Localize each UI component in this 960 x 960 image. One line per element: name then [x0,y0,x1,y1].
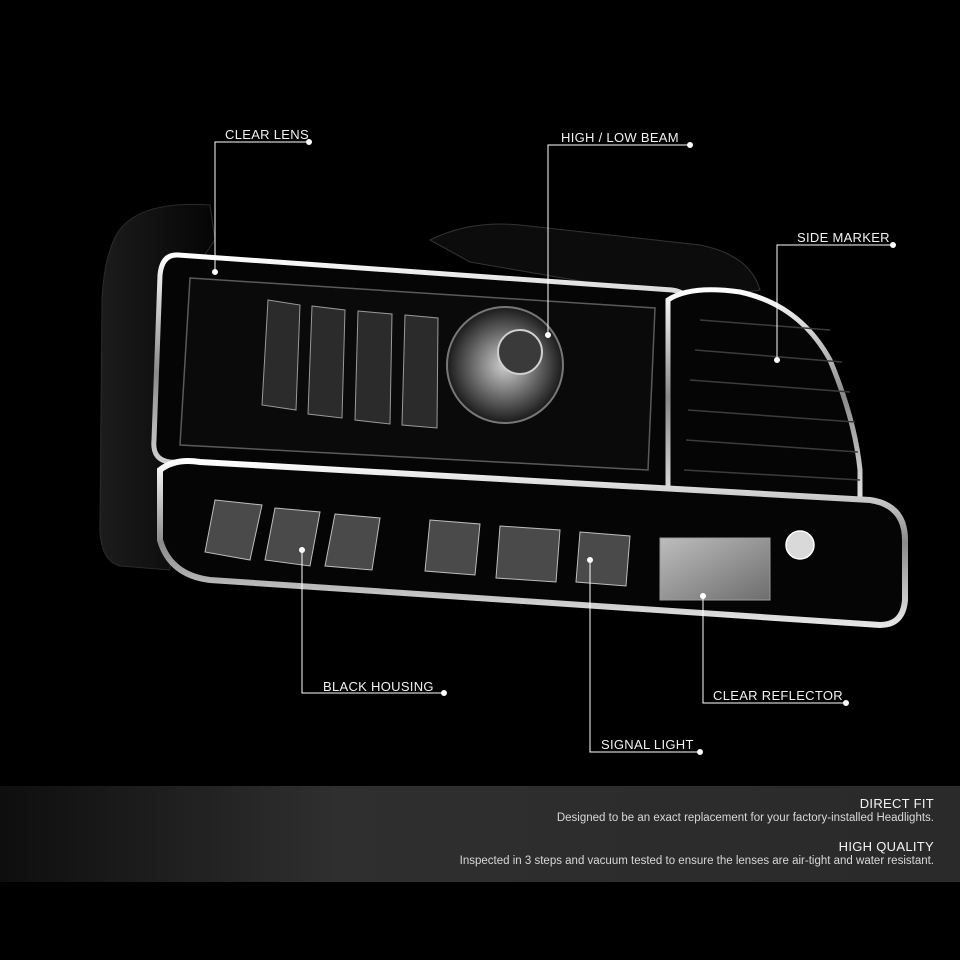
feature-high-quality-description: Inspected in 3 steps and vacuum tested t… [459,855,934,867]
callout-lines [212,139,896,755]
callout-side-marker: SIDE MARKER [797,230,890,245]
clear-reflector-leader [702,596,846,704]
clear-lens-leader [214,141,309,272]
callout-high-low-beam: HIGH / LOW BEAM [561,130,679,145]
reflector-fins [261,299,439,429]
callout-signal-light: SIGNAL LIGHT [601,737,694,752]
callout-clear-reflector: CLEAR REFLECTOR [713,688,843,703]
callout-black-housing: BLACK HOUSING [323,679,434,694]
side-marker-lens [665,287,863,508]
signal-bulb [785,530,815,560]
side-marker-leader [776,244,893,360]
rear-bracket [428,223,761,301]
signal-light-leader [589,560,700,753]
feature-direct-fit-title: DIRECT FIT [859,796,934,811]
clear-reflector-panel [659,537,771,601]
side-marker-ribs [683,319,861,481]
black-housing-leader [301,550,444,694]
feature-info-panel: DIRECT FIT Designed to be an exact repla… [0,786,960,882]
callout-clear-lens: CLEAR LENS [225,127,309,142]
feature-high-quality-title: HIGH QUALITY [838,839,934,854]
high-low-beam-leader [547,144,690,335]
beam-bulb [497,329,543,375]
feature-direct-fit-description: Designed to be an exact replacement for … [556,812,934,824]
